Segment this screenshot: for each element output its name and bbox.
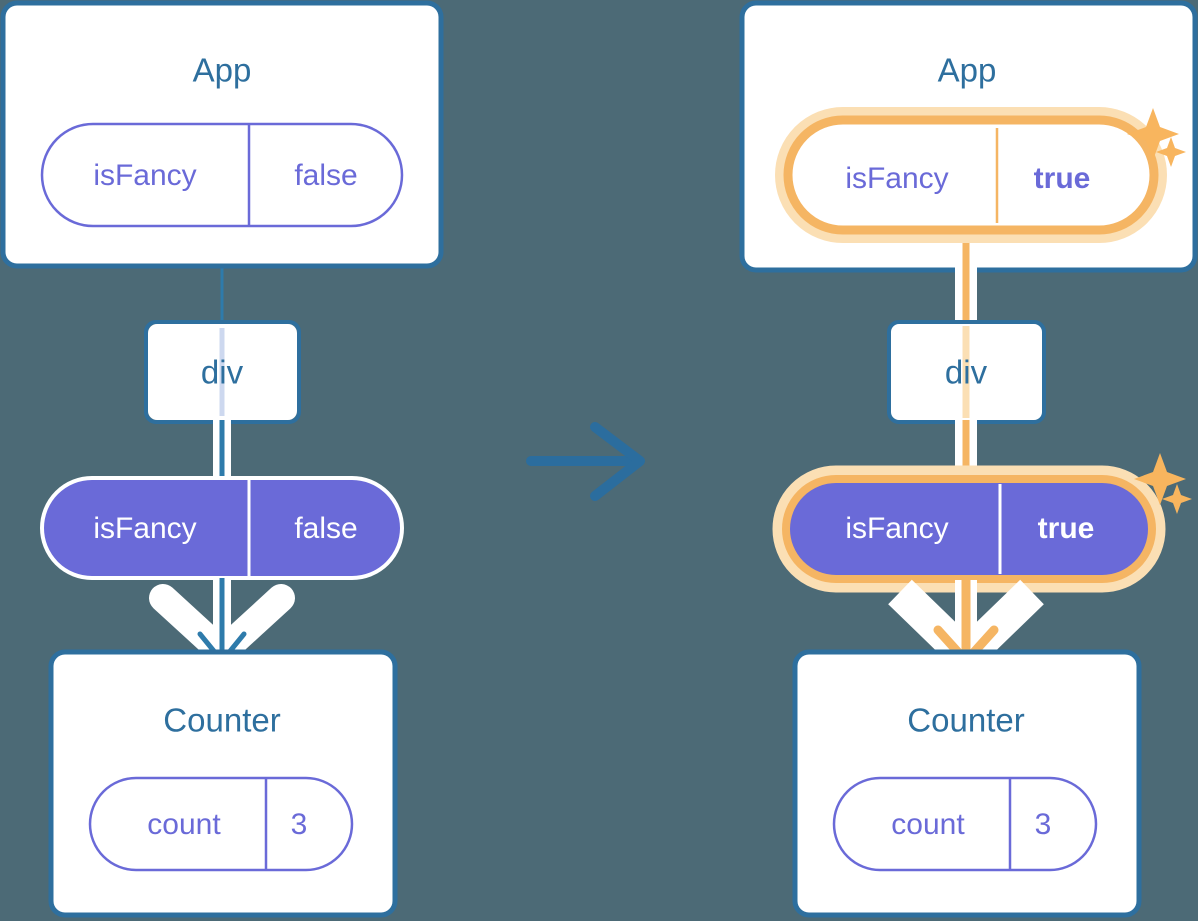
sparkle-icon-props-small-after — [1162, 484, 1192, 514]
props-pill-key-after: isFancy — [845, 512, 948, 545]
app-box-title-after: App — [938, 52, 997, 89]
counter-state-pill-value-after: 3 — [1035, 808, 1052, 841]
sparkle-icon-app-small-after — [1156, 137, 1186, 167]
app-box-title-before: App — [193, 52, 252, 89]
counter-box-title-after: Counter — [907, 702, 1024, 739]
props-pill-value-before: false — [294, 512, 357, 545]
sparkle-icon-app-large-after — [1127, 108, 1179, 160]
counter-state-pill-key-before: count — [147, 808, 221, 841]
app-state-pill-key-before: isFancy — [93, 159, 196, 192]
counter-box-title-before: Counter — [163, 702, 280, 739]
counter-state-pill-before — [88, 776, 354, 872]
app-state-pill-before — [40, 122, 404, 228]
right-arrow-icon — [526, 422, 645, 501]
props-flow-arrow-after — [888, 578, 1044, 673]
counter-state-pill-after — [832, 776, 1098, 872]
counter-state-pill-key-after: count — [891, 808, 965, 841]
props-pill-value-after: true — [1038, 512, 1095, 545]
div-box-title-after: div — [945, 354, 988, 391]
app-state-pill-value-after: true — [1034, 162, 1091, 195]
app-state-pill-glow-after — [775, 107, 1167, 243]
counter-state-pill-value-before: 3 — [291, 808, 308, 841]
sparkle-icon-props-large-after — [1134, 453, 1186, 505]
props-pill-ring-after — [782, 475, 1156, 583]
app-state-pill-key-after: isFancy — [845, 162, 948, 195]
props-pill-key-before: isFancy — [93, 512, 196, 545]
app-state-pill-value-before: false — [294, 159, 357, 192]
app-state-pill-ring-after — [783, 115, 1159, 235]
div-box-title-before: div — [201, 354, 244, 391]
